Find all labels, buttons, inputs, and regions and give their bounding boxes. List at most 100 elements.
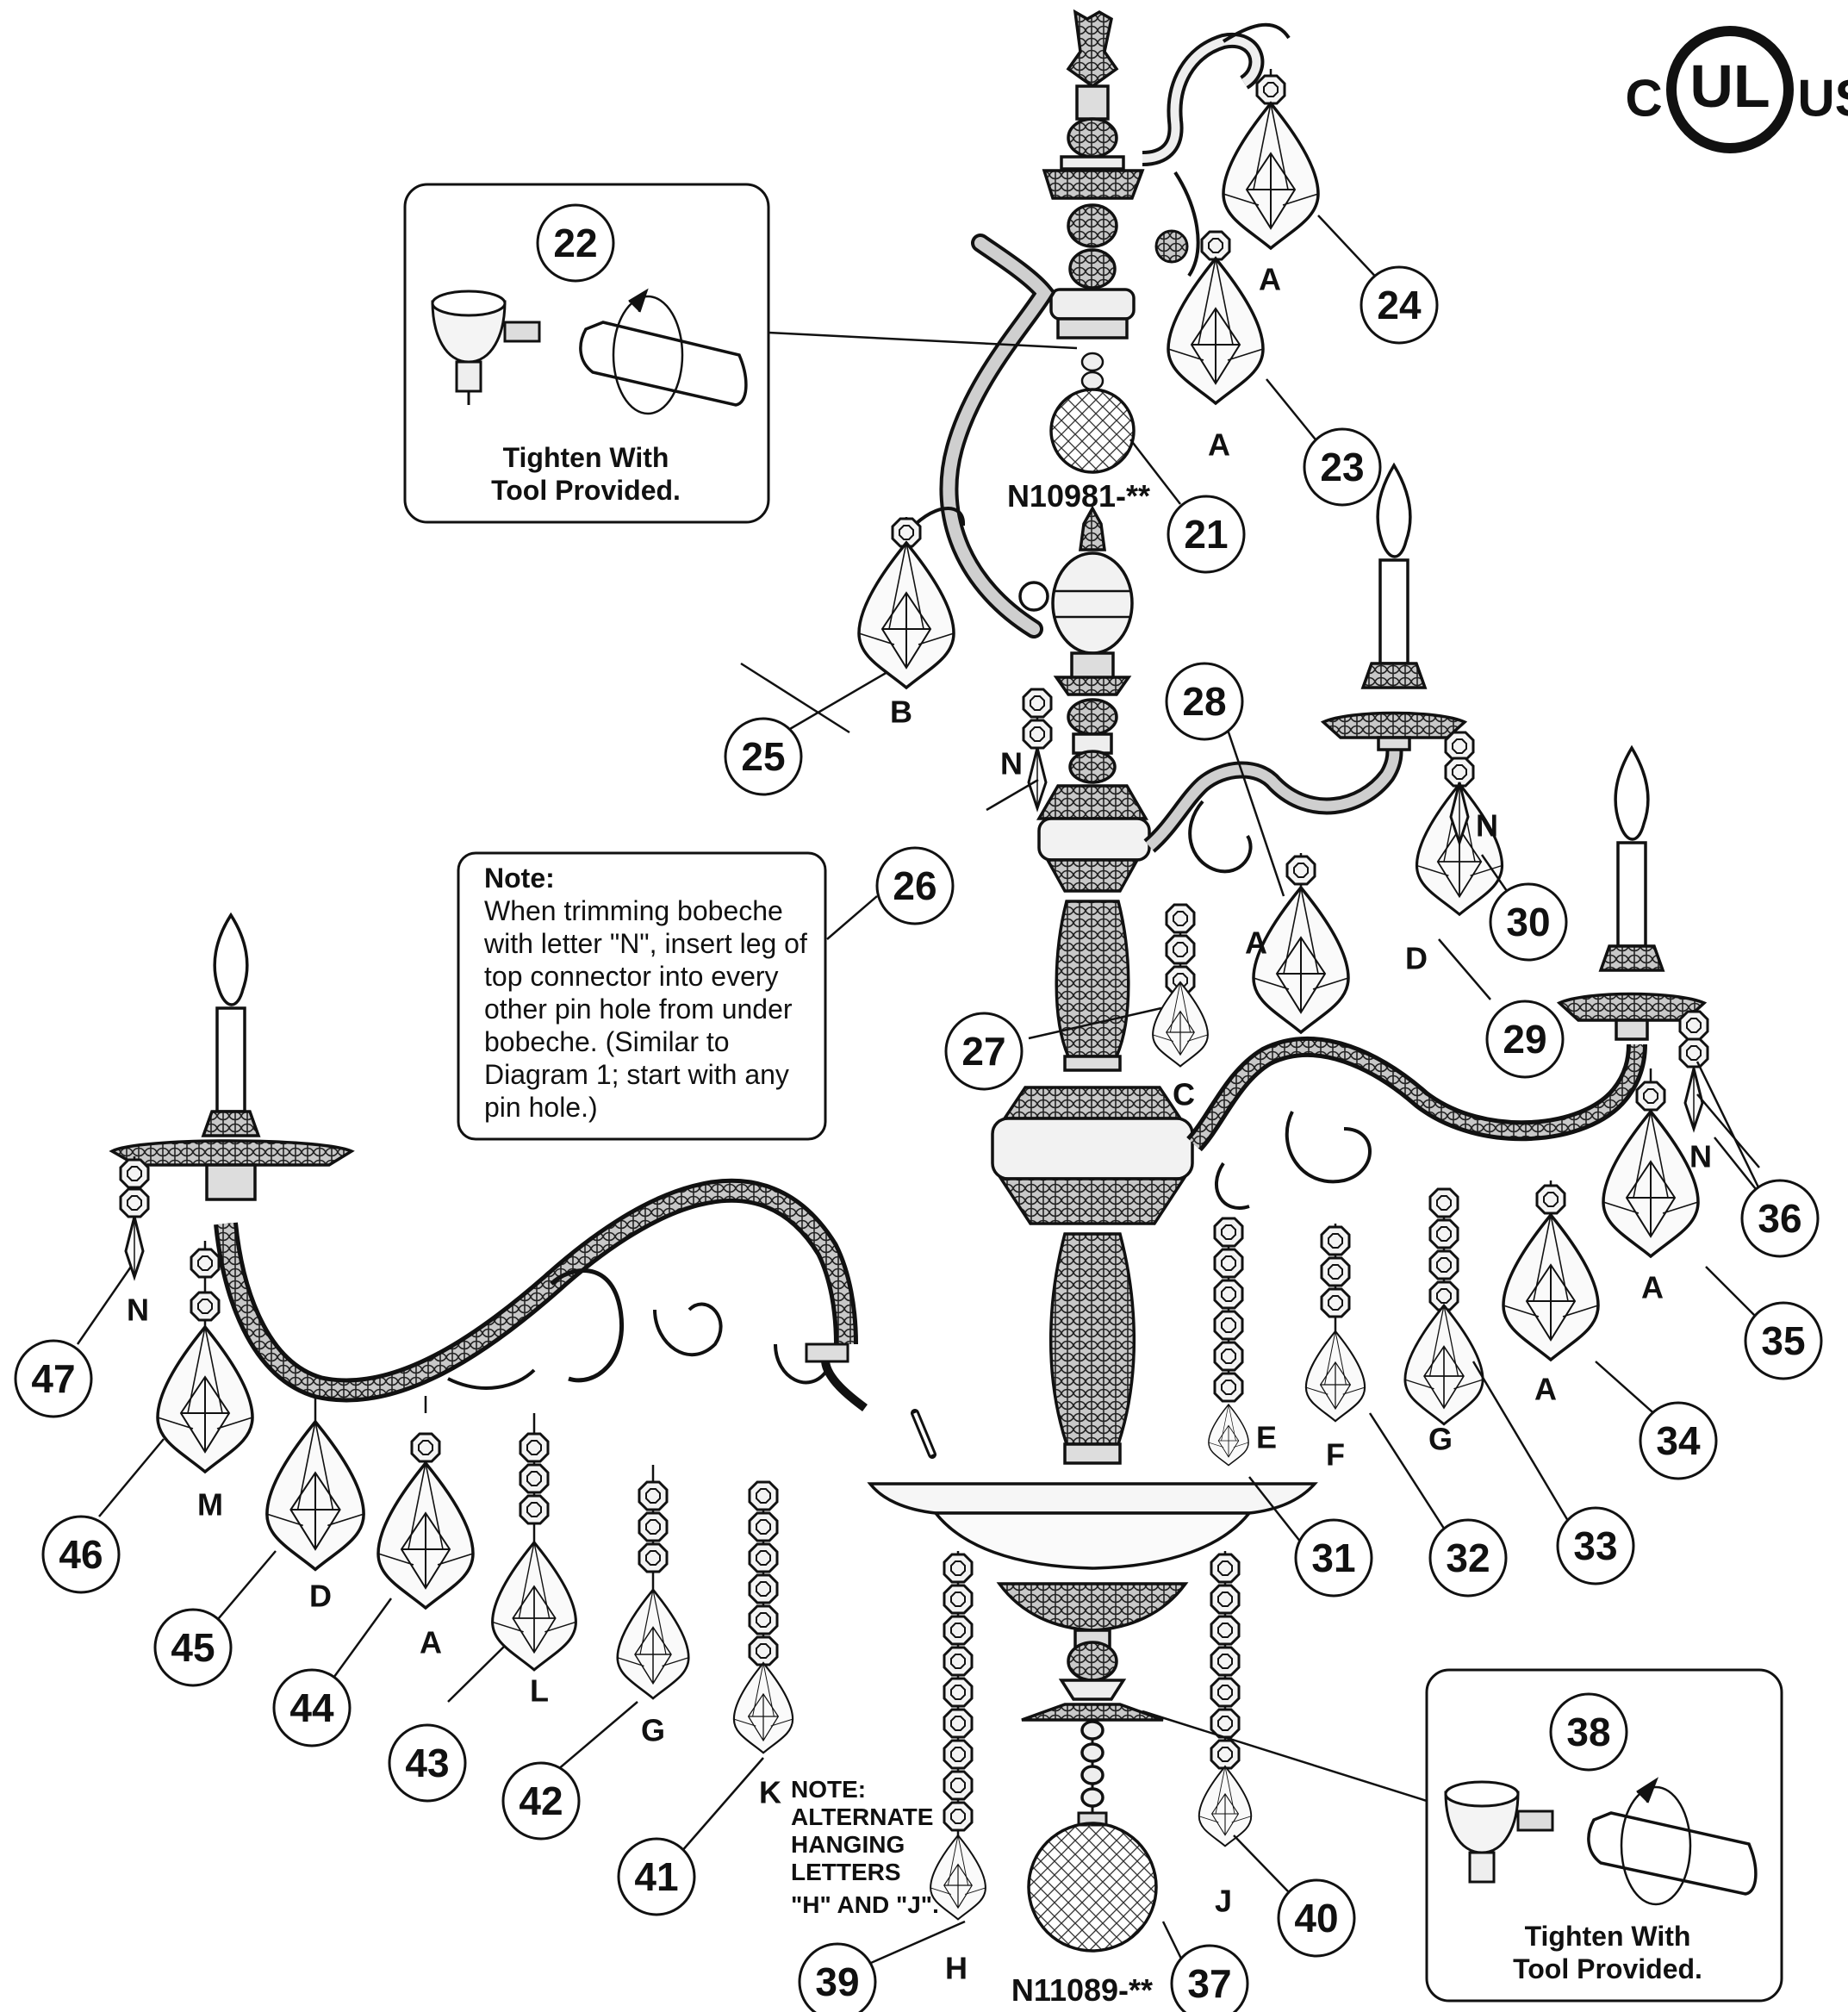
svg-text:23: 23 <box>1320 445 1364 489</box>
callout-33: 33 <box>1556 1506 1635 1585</box>
callout-36: 36 <box>1740 1179 1820 1258</box>
letter-a: A <box>1534 1372 1557 1407</box>
note-line: with letter "N", insert leg of <box>483 928 807 959</box>
svg-text:31: 31 <box>1311 1535 1355 1580</box>
leader-lines <box>76 215 1761 1971</box>
callout-30: 30 <box>1489 882 1568 962</box>
candle-middle-right <box>1320 462 1468 751</box>
callout-37: 37 <box>1170 1944 1249 2012</box>
svg-text:33: 33 <box>1573 1523 1617 1568</box>
callout-43: 43 <box>388 1723 467 1803</box>
note-line: pin hole.) <box>484 1092 598 1123</box>
alt-note-line: HANGING <box>791 1831 905 1858</box>
callout-44: 44 <box>272 1668 352 1747</box>
callout-39: 39 <box>798 1942 877 2012</box>
ul-certification-mark: C UL US <box>1625 26 1848 153</box>
tool-bottom-line1: Tighten With <box>1525 1921 1691 1952</box>
candle-right <box>1556 744 1708 1041</box>
svg-text:25: 25 <box>741 734 785 779</box>
letter-d: D <box>309 1579 332 1614</box>
callout-32: 32 <box>1428 1518 1508 1598</box>
svg-text:41: 41 <box>634 1854 678 1899</box>
arm-upper-left <box>905 234 1056 638</box>
svg-text:32: 32 <box>1446 1535 1490 1580</box>
teardrop-crystals <box>124 746 1704 1279</box>
letter-e: E <box>1256 1420 1277 1455</box>
svg-text:26: 26 <box>893 863 936 908</box>
alt-note-line: NOTE: <box>791 1776 866 1803</box>
svg-text:44: 44 <box>289 1685 334 1730</box>
svg-text:42: 42 <box>519 1778 563 1823</box>
cert-mark: UL <box>1689 53 1770 120</box>
arm-middle-right <box>1143 736 1403 874</box>
letter-k: K <box>759 1775 781 1810</box>
callout-31: 31 <box>1294 1518 1373 1598</box>
candle-left <box>109 912 355 1201</box>
letter-n: N <box>1689 1139 1712 1174</box>
callout-23: 23 <box>1303 427 1382 507</box>
part-number-bottom-ball: N11089-** <box>1011 1972 1153 2008</box>
note-line: Diagram 1; start with any <box>484 1059 789 1090</box>
letter-n: N <box>127 1293 149 1328</box>
central-column <box>867 9 1318 1816</box>
tool-box-top-text: Tighten With Tool Provided. <box>491 442 681 506</box>
callout-21: 21 <box>1167 495 1246 574</box>
svg-text:28: 28 <box>1182 679 1226 724</box>
cert-suffix: US <box>1797 70 1848 128</box>
bottom-crystal-ball <box>1027 1811 1158 1953</box>
callout-24: 24 <box>1360 265 1439 345</box>
arm-lower-right <box>1185 1036 1647 1210</box>
letter-f: F <box>1326 1437 1345 1473</box>
letter-n: N <box>1000 746 1023 782</box>
alternate-letters-note: NOTE: ALTERNATE HANGING LETTERS "H" AND … <box>791 1776 939 1918</box>
callout-27: 27 <box>944 1012 1024 1091</box>
callout-40: 40 <box>1277 1878 1356 1958</box>
alt-note-line: LETTERS <box>791 1859 901 1885</box>
arm-lower-left <box>214 1178 868 1412</box>
note-title: Note: <box>484 863 555 894</box>
cert-prefix: C <box>1625 70 1662 128</box>
letter-a: A <box>1208 427 1230 463</box>
callout-42: 42 <box>501 1761 581 1841</box>
letter-g: G <box>641 1713 665 1748</box>
tool-box-bottom-text: Tighten With Tool Provided. <box>1513 1921 1702 1984</box>
svg-text:39: 39 <box>815 1959 859 2004</box>
svg-text:27: 27 <box>961 1029 1005 1074</box>
letter-n: N <box>1476 808 1498 844</box>
callout-38: 38 <box>1549 1692 1628 1772</box>
svg-text:47: 47 <box>31 1356 75 1401</box>
callout-35: 35 <box>1744 1301 1823 1380</box>
hanging-letters: A A A A A A B C D D E F G G H J K L M N … <box>127 262 1712 1986</box>
bobeche-note-text: Note: When trimming bobeche with letter … <box>483 863 807 1123</box>
note-line: When trimming bobeche <box>484 895 783 926</box>
tool-box-bottom <box>1425 1668 1783 2003</box>
tool-box-top <box>403 183 770 524</box>
letter-a: A <box>1245 925 1267 961</box>
letter-a: A <box>420 1625 442 1660</box>
svg-text:36: 36 <box>1758 1196 1801 1241</box>
svg-text:29: 29 <box>1503 1017 1546 1062</box>
svg-text:21: 21 <box>1184 512 1228 557</box>
svg-text:34: 34 <box>1656 1418 1701 1463</box>
tool-bottom-line2: Tool Provided. <box>1513 1953 1702 1984</box>
letter-b: B <box>890 695 912 730</box>
letter-m: M <box>197 1487 223 1523</box>
letter-l: L <box>530 1673 549 1709</box>
callout-47: 47 <box>14 1339 93 1418</box>
alt-note-line: ALTERNATE <box>791 1803 933 1830</box>
letter-a: A <box>1259 262 1281 297</box>
part-number-top-ball: N10981-** <box>1007 478 1150 514</box>
svg-text:24: 24 <box>1377 283 1422 327</box>
letter-c: C <box>1173 1077 1195 1112</box>
callout-29: 29 <box>1485 1000 1565 1079</box>
svg-text:22: 22 <box>553 221 597 265</box>
pendant-crystals <box>156 102 1700 1921</box>
svg-text:40: 40 <box>1294 1896 1338 1940</box>
callout-46: 46 <box>41 1515 121 1594</box>
svg-text:38: 38 <box>1566 1710 1610 1754</box>
svg-text:37: 37 <box>1187 1961 1231 2006</box>
svg-text:30: 30 <box>1506 900 1550 944</box>
tool-top-line1: Tighten With <box>503 442 669 473</box>
